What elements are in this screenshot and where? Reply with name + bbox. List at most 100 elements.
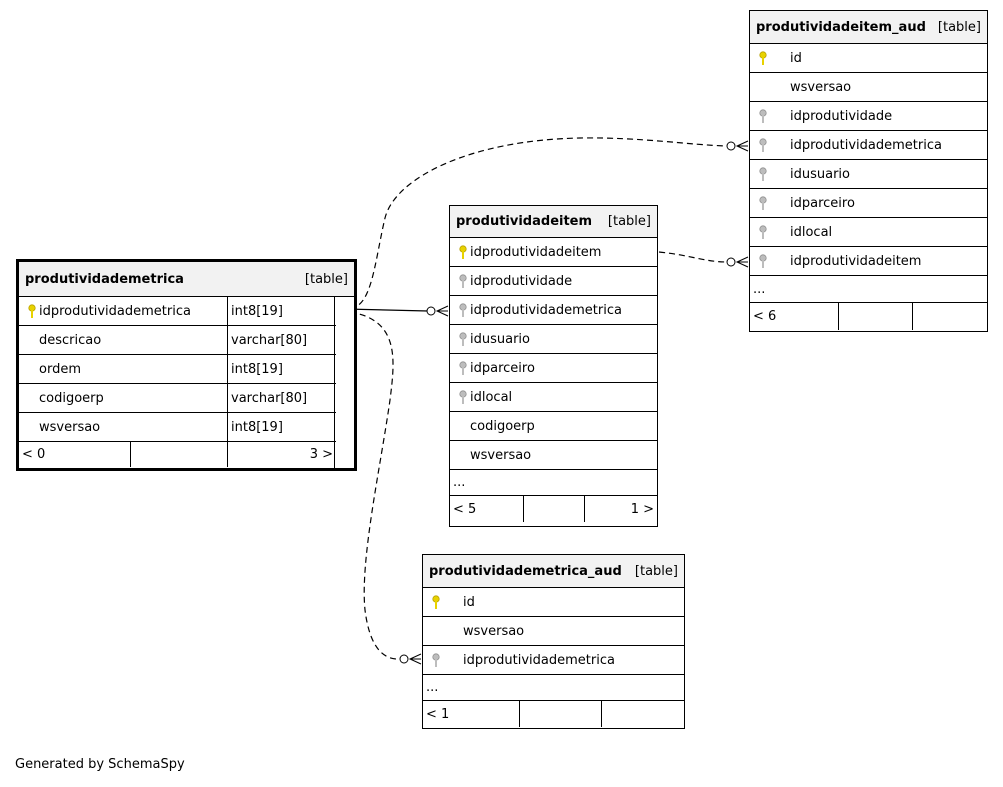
table-produtividademetrica-aud[interactable]: produtividademetrica_aud [table] id wsve… [422, 554, 685, 729]
more-columns: ... [750, 276, 987, 303]
column-name: idprodutividademetrica [790, 137, 942, 153]
column-name: idprodutividadeitem [470, 244, 602, 260]
table-header: produtividadeitem_aud [table] [750, 11, 987, 44]
column-row[interactable]: ordem int8[19] [19, 355, 336, 384]
column-type: int8[19] [227, 355, 283, 383]
row-count [839, 303, 913, 330]
column-row[interactable]: wsversao [423, 617, 684, 646]
column-row[interactable]: idparceiro [450, 354, 657, 383]
column-row[interactable]: wsversao int8[19] [19, 413, 336, 442]
foreign-key-icon [756, 253, 790, 269]
column-type: int8[19] [227, 413, 283, 441]
foreign-key-icon [456, 360, 470, 376]
children-count[interactable] [913, 303, 987, 330]
column-row[interactable]: idusuario [450, 325, 657, 354]
column-row[interactable]: idlocal [750, 218, 987, 247]
more-columns: ... [450, 470, 657, 496]
table-footer: < 5 1 > [450, 496, 657, 522]
table-name: produtividademetrica_aud [429, 563, 622, 579]
foreign-key-icon [756, 166, 790, 182]
parents-count[interactable]: < 5 [450, 496, 524, 522]
parents-count[interactable]: < 1 [423, 701, 520, 727]
column-name: idprodutividade [790, 108, 893, 124]
children-count[interactable]: 1 > [630, 501, 654, 517]
column-name: wsversao [790, 79, 852, 95]
column-type: varchar[80] [227, 384, 307, 412]
link-item-to-item-aud [658, 251, 728, 263]
link-metrica-to-metrica-aud [349, 311, 401, 660]
link-metrica-to-item-aud [349, 137, 728, 309]
foreign-key-icon [456, 389, 470, 405]
column-row[interactable]: id [423, 588, 684, 617]
column-row[interactable]: idprodutividademetrica [450, 296, 657, 325]
table-kind: [table] [304, 271, 348, 287]
column-name: wsversao [39, 419, 101, 435]
column-name: idusuario [790, 166, 850, 182]
column-row[interactable]: idusuario [750, 160, 987, 189]
table-name: produtividadeitem [456, 214, 593, 229]
table-produtividadeitem[interactable]: produtividadeitem [table] idprodutividad… [449, 205, 658, 527]
column-name: idprodutividade [470, 273, 573, 289]
children-count[interactable]: 3 > [309, 447, 333, 462]
primary-key-icon [456, 244, 470, 260]
column-row[interactable]: idprodutividade [450, 267, 657, 296]
column-row[interactable]: idprodutividadeitem [750, 247, 987, 276]
column-row[interactable]: idprodutividadeitem [450, 238, 657, 267]
more-columns: ... [423, 675, 684, 701]
foreign-key-icon [756, 224, 790, 240]
primary-key-icon [429, 594, 463, 610]
column-name: ordem [39, 361, 81, 377]
generated-by-text: Generated by SchemaSpy [15, 757, 185, 772]
column-row[interactable]: idlocal [450, 383, 657, 412]
column-name: idprodutividademetrica [39, 303, 191, 319]
column-name: codigoerp [39, 390, 104, 406]
table-kind: [table] [607, 214, 651, 229]
link-metrica-to-item [344, 308, 429, 312]
table-footer: < 0 3 > [19, 442, 336, 467]
column-row[interactable]: idparceiro [750, 189, 987, 218]
foreign-key-icon [756, 108, 790, 124]
primary-key-icon [25, 303, 39, 319]
column-row[interactable]: idprodutividade [750, 102, 987, 131]
table-produtividademetrica[interactable]: produtividademetrica [table] idprodutivi… [16, 259, 357, 471]
column-name: id [463, 594, 475, 610]
column-row[interactable]: descricao varchar[80] [19, 326, 336, 355]
foreign-key-icon [756, 195, 790, 211]
row-count [524, 496, 585, 522]
foreign-key-icon [756, 137, 790, 153]
column-name: wsversao [463, 623, 525, 639]
column-type: int8[19] [227, 297, 283, 325]
foreign-key-icon [456, 331, 470, 347]
column-row[interactable]: idprodutividademetrica [423, 646, 684, 675]
table-footer: < 1 [423, 701, 684, 727]
column-name: idlocal [790, 224, 833, 240]
column-name: idparceiro [470, 360, 535, 376]
column-row[interactable]: idprodutividademetrica int8[19] [19, 297, 336, 326]
table-produtividadeitem-aud[interactable]: produtividadeitem_aud [table] id wsversa… [749, 10, 988, 332]
column-row[interactable]: codigoerp varchar[80] [19, 384, 336, 413]
table-header: produtividademetrica_aud [table] [423, 555, 684, 588]
column-name: wsversao [470, 447, 532, 463]
table-name: produtividademetrica [25, 271, 184, 287]
column-name: idparceiro [790, 195, 855, 211]
table-header: produtividademetrica [table] [19, 262, 354, 297]
column-row[interactable]: wsversao [450, 441, 657, 470]
row-count [520, 701, 602, 727]
table-kind: [table] [937, 19, 981, 35]
column-row[interactable]: wsversao [750, 73, 987, 102]
column-row[interactable]: codigoerp [450, 412, 657, 441]
column-row[interactable]: idprodutividademetrica [750, 131, 987, 160]
row-count [131, 442, 228, 467]
parents-count[interactable]: < 0 [19, 442, 131, 467]
table-header: produtividadeitem [table] [450, 206, 657, 238]
column-name: idprodutividademetrica [470, 302, 622, 318]
children-count[interactable] [602, 701, 684, 727]
column-name: descricao [39, 332, 102, 348]
column-name: id [790, 50, 802, 66]
foreign-key-icon [456, 273, 470, 289]
table-name: produtividadeitem_aud [756, 19, 926, 35]
column-row[interactable]: id [750, 44, 987, 73]
parents-count[interactable]: < 6 [750, 303, 839, 330]
column-type: varchar[80] [227, 326, 307, 354]
